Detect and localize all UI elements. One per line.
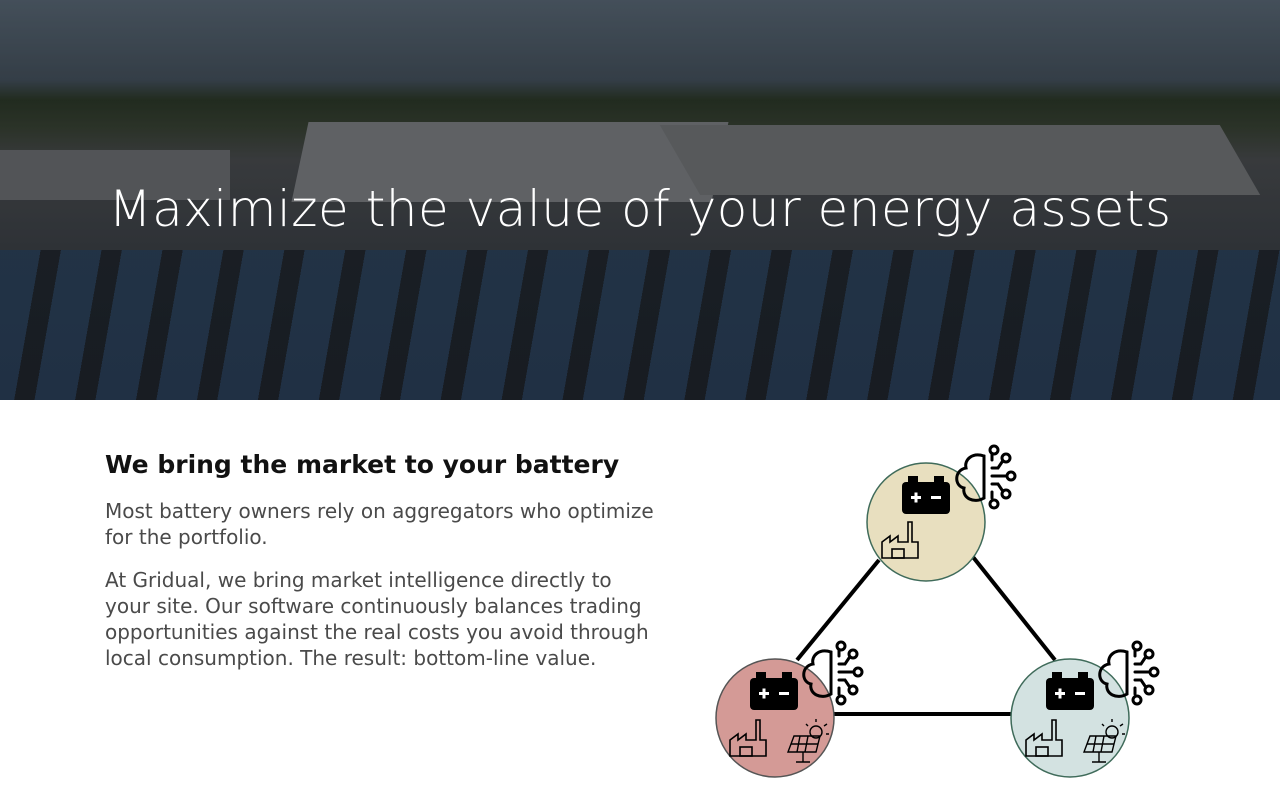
hero-banner: Maximize the value of your energy assets bbox=[0, 0, 1280, 400]
connection-line bbox=[795, 558, 881, 662]
site-node-top bbox=[866, 444, 1017, 582]
intro-paragraph: Most battery owners rely on aggregators … bbox=[105, 499, 654, 549]
hero-title: Maximize the value of your energy assets bbox=[108, 180, 1172, 238]
hero-image-building bbox=[0, 150, 230, 200]
site-node-right bbox=[1010, 640, 1160, 778]
connection-lines bbox=[795, 555, 1057, 716]
connection-line bbox=[971, 555, 1057, 662]
section-heading: We bring the market to your battery bbox=[105, 450, 620, 479]
hero-image-solar-panels bbox=[0, 250, 1280, 400]
description-paragraph: At Gridual, we bring market intelligence… bbox=[105, 568, 649, 670]
battery-network-diagram bbox=[715, 444, 1160, 778]
site-node-left bbox=[715, 640, 864, 778]
